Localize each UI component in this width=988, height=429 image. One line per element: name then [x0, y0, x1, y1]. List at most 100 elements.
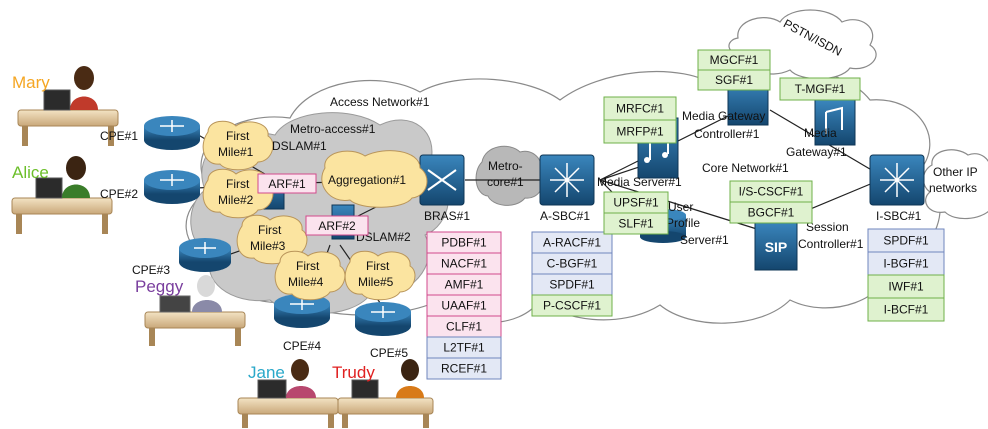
function-box [697, 69, 771, 91]
other-ip-line1: Other IP [933, 165, 978, 179]
router-icon [355, 302, 411, 336]
function-box [426, 357, 502, 380]
core-network-label: Core Network#1 [702, 161, 789, 175]
a-sbc-label: A-SBC#1 [540, 209, 590, 223]
function-label: AMF#1 [445, 278, 484, 292]
user-name-peggy: Peggy [135, 277, 184, 296]
function-box [531, 294, 613, 317]
function-label: A-RACF#1 [543, 236, 601, 250]
function-label: I-BGF#1 [883, 257, 929, 271]
arf2-box: ARF#2 [305, 215, 369, 236]
mgc-line2: Controller#1 [694, 127, 760, 141]
first-mile-cloud [202, 120, 274, 171]
user-name-mary: Mary [12, 73, 50, 92]
first-mile-cloud [202, 168, 274, 219]
first-mile3-line2: Mile#3 [250, 239, 286, 253]
other-ip-line2: networks [929, 181, 977, 195]
aggregation-cloud [321, 150, 428, 208]
function-label: T-MGF#1 [795, 82, 846, 96]
function-label: UAAF#1 [441, 299, 487, 313]
function-box [779, 77, 861, 101]
function-label: CLF#1 [446, 320, 482, 334]
cpe4-label: CPE#4 [283, 339, 321, 353]
dslam1-label: DSLAM#1 [272, 139, 327, 153]
a-sbc-icon [539, 154, 595, 206]
user-jane [237, 359, 339, 428]
function-label: MRFP#1 [616, 125, 664, 139]
session-controller-line2: Controller#1 [798, 237, 864, 251]
access-network-label: Access Network#1 [330, 95, 430, 109]
first-mile5-line2: Mile#5 [358, 275, 394, 289]
media-server-label: Media Server#1 [597, 175, 682, 189]
function-stacks: PDBF#1NACF#1AMF#1UAAF#1CLF#1L2TF#1RCEF#1… [426, 49, 945, 380]
cpe1-label: CPE#1 [100, 129, 138, 143]
function-label: SGF#1 [715, 73, 753, 87]
cpe3-label: CPE#3 [132, 263, 170, 277]
svg-text:ARF#1: ARF#1 [268, 177, 306, 191]
metro-access-label: Metro-access#1 [290, 122, 376, 136]
first-mile5-line1: First [366, 259, 390, 273]
function-label: C-BGF#1 [547, 257, 598, 271]
svg-text:ARF#2: ARF#2 [318, 219, 356, 233]
user-trudy [337, 359, 434, 428]
i-sbc-icon [869, 154, 925, 206]
first-mile4-line2: Mile#4 [288, 275, 324, 289]
aggregation-label: Aggregation#1 [328, 173, 406, 187]
function-box [603, 212, 669, 235]
other-ip-cloud [922, 149, 988, 220]
bras-label: BRAS#1 [424, 209, 470, 223]
function-box [603, 119, 677, 144]
function-label: I/S-CSCF#1 [739, 185, 804, 199]
router-icon [179, 238, 231, 272]
metro-core-line2: core#1 [487, 175, 524, 189]
first-mile2-line2: Mile#2 [218, 193, 254, 207]
function-box [867, 297, 945, 322]
svg-text:SIP: SIP [765, 239, 788, 255]
function-label: IWF#1 [888, 280, 924, 294]
first-mile1-line2: Mile#1 [218, 145, 254, 159]
function-label: RCEF#1 [441, 362, 487, 376]
mg-line1: Media [804, 126, 837, 140]
user-name-jane: Jane [248, 363, 285, 382]
function-label: PDBF#1 [441, 236, 487, 250]
first-mile-cloud [274, 250, 346, 301]
arf1-box: ARF#1 [257, 173, 317, 194]
function-label: BGCF#1 [748, 206, 795, 220]
user-peggy [144, 275, 246, 346]
function-box [729, 201, 813, 224]
function-label: I-BCF#1 [884, 303, 929, 317]
function-label: SPDF#1 [883, 234, 929, 248]
user-name-trudy: Trudy [332, 363, 375, 382]
i-sbc-label: I-SBC#1 [876, 209, 922, 223]
function-label: SLF#1 [618, 217, 654, 231]
function-label: NACF#1 [441, 257, 487, 271]
function-label: MRFC#1 [616, 102, 664, 116]
function-label: SPDF#1 [549, 278, 595, 292]
function-label: P-CSCF#1 [543, 299, 601, 313]
user-profile-line3: Server#1 [680, 233, 729, 247]
first-mile-cloud [344, 250, 416, 301]
mgc-line1: Media Gateway [682, 109, 765, 123]
cpe5-label: CPE#5 [370, 346, 408, 360]
user-profile-line1: User [668, 200, 693, 214]
function-label: UPSF#1 [613, 196, 659, 210]
session-controller-line1: Session [806, 220, 849, 234]
dslam2-label: DSLAM#2 [356, 230, 411, 244]
user-mary [17, 66, 119, 146]
first-mile1-line1: First [226, 129, 250, 143]
user-profile-line2: Profile [666, 216, 700, 230]
first-mile3-line1: First [258, 223, 282, 237]
router-icon [144, 116, 200, 150]
user-alice [11, 156, 113, 234]
first-mile2-line1: First [226, 177, 250, 191]
function-label: L2TF#1 [443, 341, 485, 355]
media-gateway-icon [814, 99, 856, 146]
cpe2-label: CPE#2 [100, 187, 138, 201]
user-name-alice: Alice [12, 163, 49, 182]
sip-server-icon: SIP [754, 221, 798, 271]
mg-line2: Gateway#1 [786, 145, 847, 159]
router-icon [144, 170, 200, 204]
function-label: MGCF#1 [710, 53, 759, 67]
first-mile4-line1: First [296, 259, 320, 273]
